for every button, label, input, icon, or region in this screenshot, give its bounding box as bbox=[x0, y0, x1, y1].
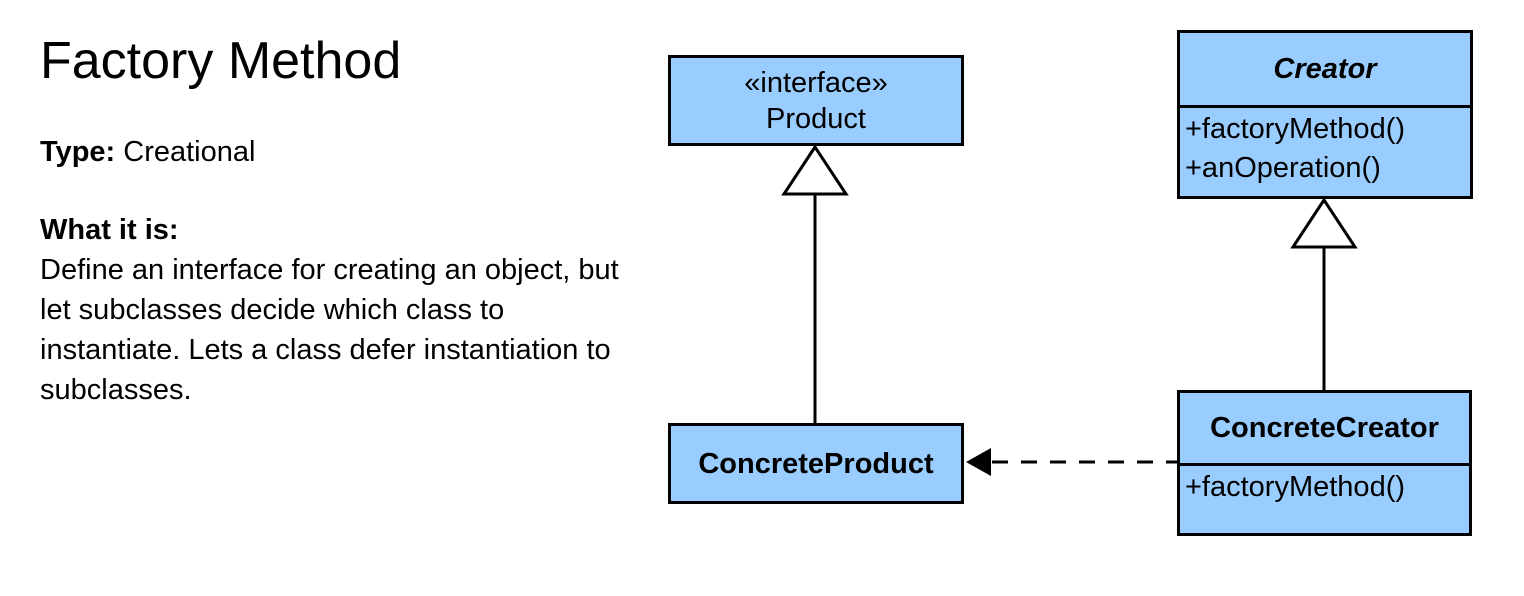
product-name: Product bbox=[766, 102, 866, 135]
page-title: Factory Method bbox=[40, 32, 402, 90]
pattern-description: Define an interface for creating an obje… bbox=[40, 254, 619, 406]
creator-method: +anOperation() bbox=[1185, 152, 1381, 184]
generalization-triangle-product-icon bbox=[781, 144, 849, 196]
class-box-creator: Creator +factoryMethod() +anOperation() bbox=[1177, 30, 1473, 199]
dependency-arrowhead-icon bbox=[966, 448, 991, 476]
concrete-product-name: ConcreteProduct bbox=[698, 447, 934, 480]
class-box-concrete-product: ConcreteProduct bbox=[668, 423, 964, 504]
concrete-creator-method: +factoryMethod() bbox=[1185, 471, 1406, 503]
creator-method: +factoryMethod() bbox=[1185, 113, 1406, 145]
what-it-is-label: What it is: bbox=[40, 214, 179, 246]
class-box-concrete-creator: ConcreteCreator +factoryMethod() bbox=[1177, 390, 1472, 536]
type-label: Type: bbox=[40, 136, 116, 168]
generalization-triangle-creator-icon bbox=[1290, 197, 1358, 249]
product-stereotype: «interface» bbox=[744, 66, 888, 99]
type-line: Type: Creational bbox=[40, 134, 255, 170]
product-title-compartment: «interface» Product bbox=[671, 58, 961, 143]
creator-name: Creator bbox=[1180, 33, 1470, 108]
creator-methods-compartment: +factoryMethod() +anOperation() bbox=[1180, 108, 1470, 188]
class-box-product: «interface» Product bbox=[668, 55, 964, 146]
concrete-creator-name: ConcreteCreator bbox=[1180, 393, 1469, 466]
what-it-is-block: What it is: Define an interface for crea… bbox=[40, 210, 645, 410]
type-value: Creational bbox=[123, 136, 256, 168]
concrete-creator-methods-compartment: +factoryMethod() bbox=[1180, 466, 1469, 507]
